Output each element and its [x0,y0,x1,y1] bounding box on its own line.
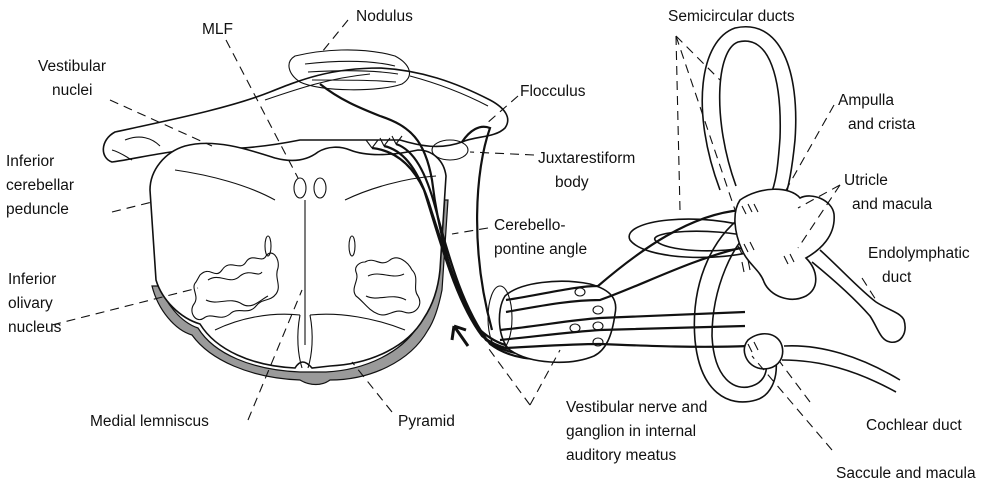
label-ampulla-line2: and crista [848,116,916,133]
label-utricle-line1: Utricle [844,172,888,189]
label-utricle-line2: and macula [852,196,933,213]
label-saccule-macula: Saccule and macula [836,465,976,482]
label-nodulus: Nodulus [356,8,413,25]
label-vestibular-nerve-line2: ganglion in internal [566,423,696,440]
label-ion-line1: Inferior [8,271,56,288]
label-vestibular-nerve-line1: Vestibular nerve and [566,399,707,416]
label-mlf: MLF [202,21,233,38]
label-juxtarestiform-line1: Juxtarestiform [538,150,635,167]
cerebellum [103,50,507,162]
label-vestibular-nerve-line3: auditory meatus [566,447,677,464]
label-endolymphatic-line2: duct [882,269,912,286]
label-cochlear-duct: Cochlear duct [866,417,962,434]
label-ion-line2: olivary [8,295,53,312]
label-semicircular-ducts: Semicircular ducts [668,8,795,25]
arrow-icon [452,326,468,346]
label-vestibular-nuclei-line2: nuclei [52,82,93,99]
label-medial-lemniscus: Medial lemniscus [90,413,209,430]
medulla [150,143,448,384]
label-ion-line3: nucleus [8,319,62,336]
label-pyramid: Pyramid [398,413,455,430]
label-icp-line3: peduncle [6,201,69,218]
label-cpa-line1: Cerebello- [494,217,566,234]
label-vestibular-nuclei-line1: Vestibular [38,58,106,75]
label-endolymphatic-line1: Endolymphatic [868,245,970,262]
label-juxtarestiform-line2: body [555,174,589,191]
labels: Nodulus MLF Vestibular nuclei Flocculus … [6,8,976,482]
label-flocculus: Flocculus [520,83,586,100]
label-icp-line2: cerebellar [6,177,74,194]
juxtarestiform-oval [432,140,468,160]
label-ampulla-line1: Ampulla [838,92,894,109]
label-cpa-line2: pontine angle [494,241,587,258]
label-icp-line1: Inferior [6,153,54,170]
